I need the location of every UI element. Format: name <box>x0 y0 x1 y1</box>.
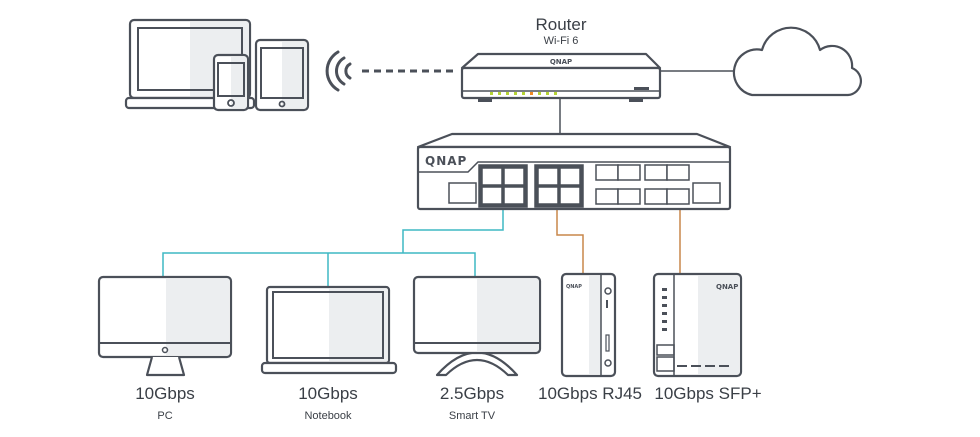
tablet-icon <box>254 38 310 112</box>
nas-sfp-icon: QNAP <box>652 272 743 378</box>
cloud-icon <box>732 26 862 97</box>
router-leds <box>490 92 557 95</box>
nas-sfp-speed: 10Gbps SFP+ <box>654 384 762 403</box>
network-switch: QNAP <box>416 132 732 211</box>
nas2-logo: QNAP <box>716 283 738 291</box>
pc-monitor-icon <box>97 275 233 377</box>
nas-rj45-speed: 10Gbps RJ45 <box>538 384 642 403</box>
smart-tv-icon <box>412 275 542 377</box>
wifi-icon <box>325 50 352 92</box>
notebook-speed: 10Gbps <box>298 384 358 403</box>
router-device: QNAP <box>460 52 662 102</box>
pc-label: PC <box>157 410 173 422</box>
router-logo: QNAP <box>550 58 572 66</box>
teal-links <box>162 207 504 287</box>
nas1-logo: QNAP <box>566 284 582 290</box>
router-title: Router <box>535 15 587 34</box>
copper-links <box>556 207 681 274</box>
switch-logo: QNAP <box>425 154 467 168</box>
notebook-icon <box>260 285 398 375</box>
tv-speed: 2.5Gbps <box>439 384 505 403</box>
tv-label: Smart TV <box>448 410 496 422</box>
pc-speed: 10Gbps <box>135 384 195 403</box>
phone-icon <box>212 53 250 112</box>
notebook-label: Notebook <box>304 410 352 422</box>
nas-2bay-icon: QNAP <box>560 272 617 378</box>
router-subtitle: Wi-Fi 6 <box>543 35 579 47</box>
switch-ports <box>448 164 721 208</box>
